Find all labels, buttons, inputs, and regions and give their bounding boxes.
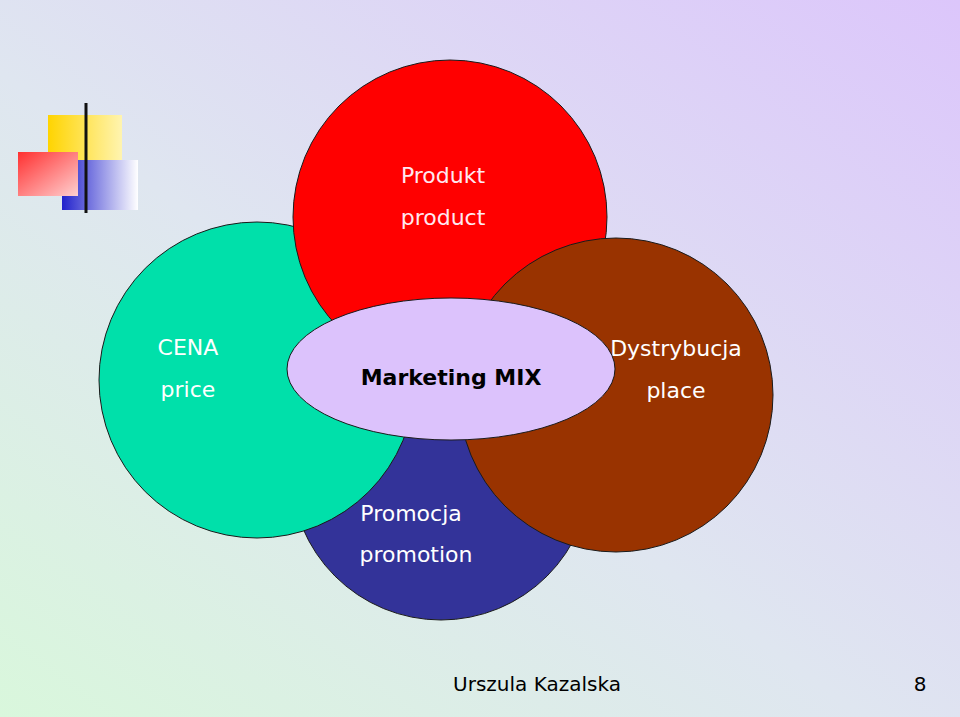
deco-square [18,152,78,196]
node-text: promotion [359,542,472,568]
node-text: product [401,205,486,231]
node-text: CENA [158,335,219,361]
shape-fill [287,298,615,440]
node-text: Marketing MIX [361,365,542,391]
shape-fill [459,238,773,552]
node-text: Produkt [401,163,485,189]
node-text: Dystrybucja [610,336,742,362]
node-text: place [646,378,705,404]
page-number: 8 [914,672,927,696]
center-ellipse: Marketing MIX [286,297,616,441]
node-text: price [161,377,216,403]
author-footer: Urszula Kazalska [453,672,621,696]
deco-line [85,103,88,213]
shape-fill [291,320,591,620]
node-text: Promocja [360,501,461,527]
